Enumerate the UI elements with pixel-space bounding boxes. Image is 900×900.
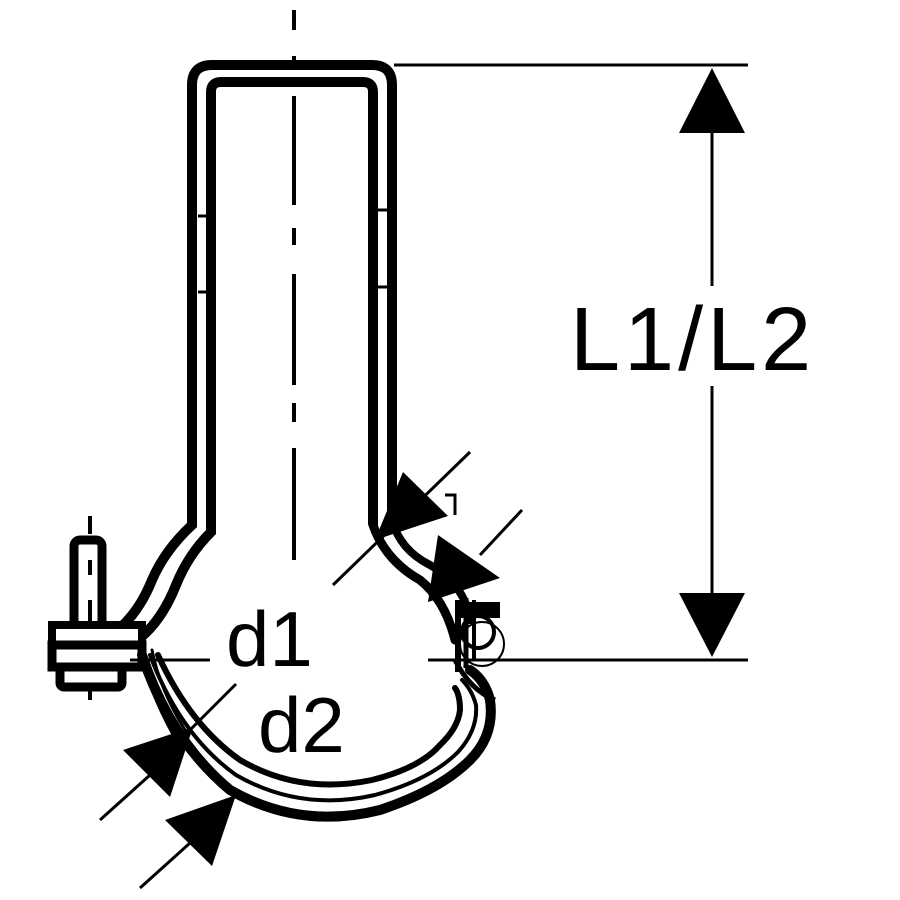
dimension-d1: d1: [98, 450, 472, 822]
spigot-flare-left: [115, 500, 216, 643]
clamp-bolt: [47, 516, 147, 700]
dimension-d2: d2: [138, 508, 524, 890]
arrow-icon: [428, 535, 500, 602]
clamp-lug-right: [452, 598, 505, 703]
dimension-l1-l2: L1/L2: [570, 68, 815, 657]
spigot-tube: [187, 60, 397, 525]
tube-ticks: [198, 208, 388, 294]
arrow-icon: [165, 795, 236, 866]
arrow-icon: [375, 472, 448, 540]
dimension-label-l1-l2: L1/L2: [570, 290, 815, 390]
arrow-icon: [123, 727, 193, 797]
dimension-label-d2: d2: [258, 681, 345, 769]
arrow-down-icon: [679, 593, 745, 657]
arrow-up-icon: [679, 68, 745, 133]
dimension-line-d2: [478, 508, 524, 557]
dimension-line-d1-lower: [184, 682, 238, 736]
dimension-label-d1: d1: [226, 595, 313, 683]
